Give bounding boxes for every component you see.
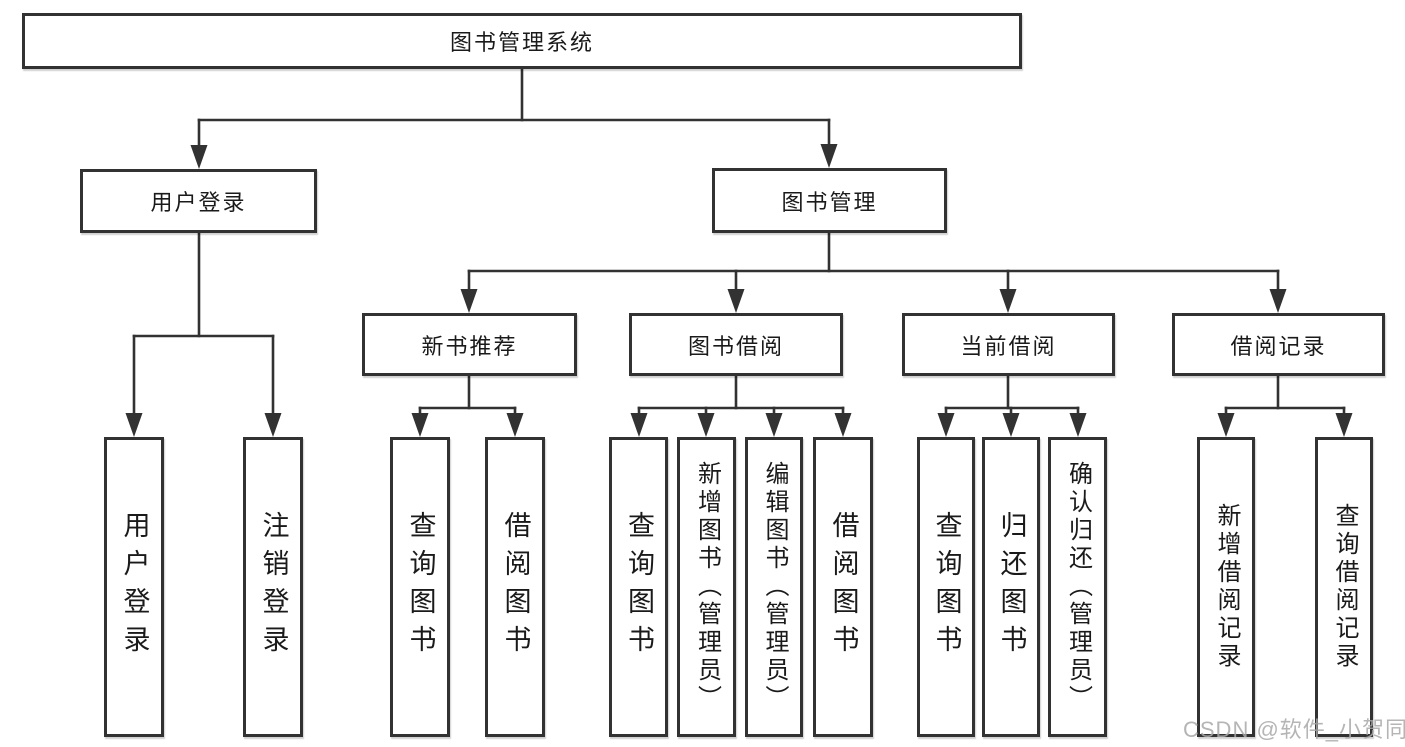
arrowhead-down-icon	[506, 413, 524, 437]
node-label: 图书借阅	[687, 333, 784, 359]
node-library-management-system: 图书管理系统	[22, 13, 1022, 69]
leaf-label: 查询图书	[931, 511, 962, 663]
leaf-label: 查询借阅记录	[1331, 503, 1358, 671]
arrowhead-down-icon	[630, 413, 648, 437]
arrowhead-down-icon	[937, 413, 955, 437]
arrowhead-down-icon	[765, 413, 783, 437]
leaf-label: 新增借阅记录	[1213, 503, 1240, 671]
node-book-borrowing: 图书借阅	[629, 313, 843, 376]
leaf-label: 新增图书（管理员）	[693, 461, 721, 713]
leaf-return-book: 归还图书	[982, 437, 1040, 737]
arrowhead-down-icon	[1335, 413, 1353, 437]
leaf-query-book-borrowing: 查询图书	[609, 437, 668, 737]
node-borrow-records: 借阅记录	[1172, 313, 1385, 376]
leaf-label: 借阅图书	[828, 511, 859, 663]
node-label: 借阅记录	[1230, 333, 1327, 359]
leaf-add-book-admin: 新增图书（管理员）	[677, 437, 736, 737]
node-label: 用户登录	[150, 190, 247, 215]
leaf-confirm-return-admin: 确认归还（管理员）	[1048, 437, 1107, 737]
leaf-logout: 注销登录	[243, 437, 303, 737]
arrowhead-down-icon	[460, 289, 478, 313]
arrowhead-down-icon	[727, 289, 745, 313]
arrowhead-down-icon	[1002, 413, 1020, 437]
arrowhead-down-icon	[1069, 413, 1087, 437]
arrowhead-down-icon	[999, 289, 1017, 313]
leaf-query-borrow-record: 查询借阅记录	[1315, 437, 1373, 737]
leaf-query-book-recommend: 查询图书	[390, 437, 450, 737]
node-label: 图书管理系统	[449, 30, 594, 55]
node-new-book-recommend: 新书推荐	[362, 313, 577, 376]
arrowhead-down-icon	[411, 413, 429, 437]
leaf-borrow-book-borrowing: 借阅图书	[813, 437, 873, 737]
arrowhead-down-icon	[1217, 413, 1235, 437]
arrowhead-down-icon	[834, 413, 852, 437]
leaf-label: 归还图书	[996, 511, 1027, 663]
arrowhead-down-icon	[125, 413, 143, 437]
node-label: 图书管理	[781, 189, 878, 215]
leaf-label: 借阅图书	[500, 511, 531, 663]
node-label: 新书推荐	[421, 333, 518, 359]
leaf-user-login: 用户登录	[104, 437, 164, 737]
node-label: 当前借阅	[960, 333, 1057, 359]
arrowhead-down-icon	[820, 144, 838, 168]
leaf-label: 用户登录	[119, 511, 150, 663]
leaf-edit-book-admin: 编辑图书（管理员）	[745, 437, 803, 737]
leaf-add-borrow-record: 新增借阅记录	[1197, 437, 1255, 737]
leaf-label: 注销登录	[258, 511, 289, 663]
leaf-borrow-book-recommend: 借阅图书	[485, 437, 545, 737]
arrowhead-down-icon	[1269, 289, 1287, 313]
leaf-label: 确认归还（管理员）	[1064, 461, 1092, 713]
node-current-borrowing: 当前借阅	[902, 313, 1115, 376]
csdn-watermark: CSDN @软件_小贺同学	[1183, 717, 1405, 742]
leaf-query-book-current: 查询图书	[917, 437, 975, 737]
leaf-label: 查询图书	[405, 511, 436, 663]
node-user-login: 用户登录	[80, 169, 317, 233]
leaf-label: 查询图书	[624, 511, 654, 663]
arrowhead-down-icon	[697, 413, 715, 437]
arrowhead-down-icon	[264, 413, 282, 437]
node-book-management: 图书管理	[712, 168, 947, 233]
leaf-label: 编辑图书（管理员）	[761, 461, 788, 713]
arrowhead-down-icon	[190, 145, 208, 169]
